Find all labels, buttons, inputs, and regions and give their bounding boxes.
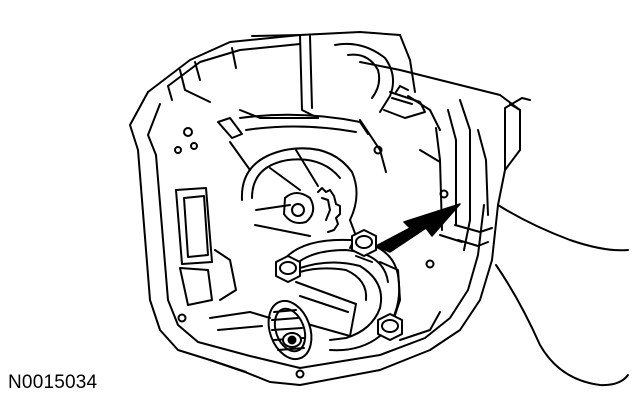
- bolt-upper-left: [275, 255, 301, 283]
- right-side-ribs: [419, 97, 629, 387]
- housing-outline: [129, 31, 521, 386]
- gear-opening: [240, 147, 358, 249]
- bolt-lower-right: [377, 313, 403, 341]
- figure-id-label: N0015034: [8, 372, 98, 393]
- upper-case: [167, 34, 426, 119]
- arrow-icon: [375, 203, 461, 253]
- lower-case: [209, 311, 441, 373]
- upper-window: [214, 113, 387, 301]
- bolt-upper-right: [351, 229, 377, 257]
- input-shaft: [267, 281, 357, 361]
- bearing-retainer: [281, 238, 401, 352]
- left-plate-features: [174, 127, 449, 379]
- retainer-bolts: [275, 229, 403, 341]
